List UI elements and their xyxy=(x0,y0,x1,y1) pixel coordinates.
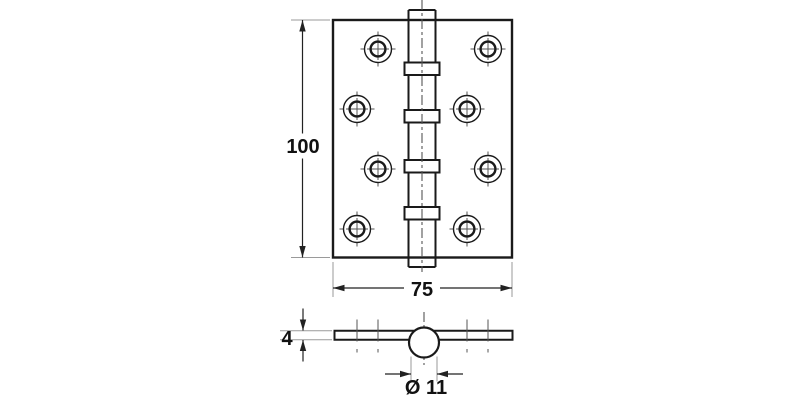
width-dimension: 75 xyxy=(332,262,513,301)
dimension-arrow-left xyxy=(333,284,345,292)
diameter-dimension: Ø 11 xyxy=(385,356,463,399)
dimension-arrow-right xyxy=(500,284,512,292)
thickness-dimension-label: 4 xyxy=(281,328,293,350)
screw-hole xyxy=(469,150,507,188)
side-view: 4 Ø 11 xyxy=(280,308,514,399)
screw-hole xyxy=(469,30,507,68)
dimension-arrow-up xyxy=(299,20,306,32)
screw-hole xyxy=(448,210,486,248)
screw-hole xyxy=(359,150,397,188)
dimension-arrow-down xyxy=(299,319,307,331)
height-dimension: 100 xyxy=(286,19,330,258)
screw-hole xyxy=(338,210,376,248)
hinge-knuckle xyxy=(403,0,441,272)
hole-center-ticks xyxy=(356,319,489,353)
height-dimension-label: 100 xyxy=(286,136,319,158)
width-dimension-label: 75 xyxy=(411,279,433,301)
front-view: 100 75 xyxy=(286,0,514,301)
screw-hole xyxy=(338,90,376,128)
dimension-arrow-down xyxy=(299,246,306,258)
dimension-arrow-up xyxy=(299,340,307,351)
screw-hole xyxy=(448,90,486,128)
knuckle-circle xyxy=(407,326,441,359)
dimension-arrow-left xyxy=(437,370,448,378)
thickness-dimension: 4 xyxy=(281,308,307,362)
screw-hole xyxy=(359,30,397,68)
diameter-dimension-label: Ø 11 xyxy=(405,377,447,399)
dimension-arrow-right xyxy=(400,370,411,378)
